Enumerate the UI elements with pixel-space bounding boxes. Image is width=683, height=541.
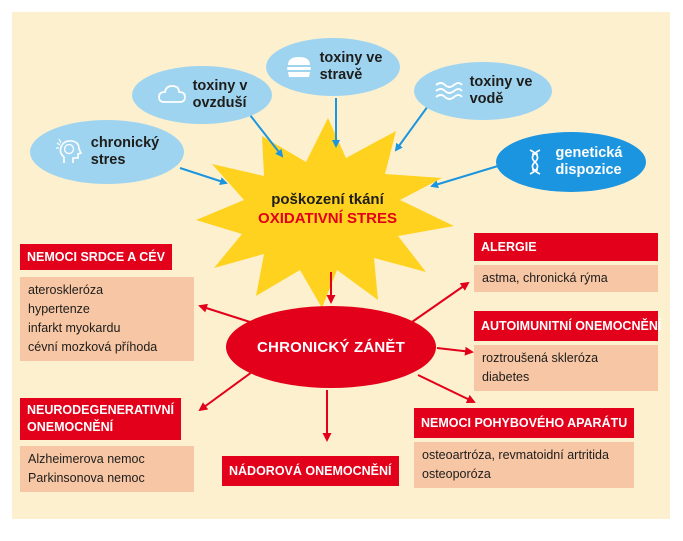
cause-label: ovzduší bbox=[192, 95, 247, 111]
brain-head-icon bbox=[55, 138, 82, 163]
waves-icon bbox=[435, 82, 463, 100]
arrow-water bbox=[394, 105, 429, 152]
list-item: Alzheimerova nemoc bbox=[28, 452, 145, 466]
cloud-icon bbox=[157, 85, 186, 103]
oxidative-stress-starburst bbox=[196, 118, 454, 308]
autoimmune-title: AUTOIMUNITNÍ ONEMOCNĚNÍ bbox=[474, 311, 661, 341]
neuro-disease-list: Alzheimerova nemoc Parkinsonova nemoc bbox=[20, 446, 194, 492]
neuro-title-line: ONEMOCNĚNÍ bbox=[27, 419, 114, 434]
musculoskeletal-title: NEMOCI POHYBOVÉHO APARÁTU bbox=[414, 408, 634, 438]
cause-label: vodě bbox=[469, 91, 504, 107]
list-item: roztroušená skleróza bbox=[482, 351, 599, 365]
heart-disease-list: ateroskleróza hypertenze infarkt myokard… bbox=[20, 277, 194, 361]
cause-label: toxiny v bbox=[192, 78, 248, 95]
arrow-stress bbox=[179, 167, 228, 185]
autoimmune-list: roztroušená skleróza diabetes bbox=[474, 345, 658, 391]
cause-label: genetická bbox=[555, 145, 623, 162]
list-item: ateroskleróza bbox=[28, 283, 104, 297]
arrow-to-neuro bbox=[198, 371, 253, 412]
tumor-disease-title: NÁDOROVÁ ONEMOCNĚNÍ bbox=[222, 456, 399, 486]
arrow-to-heart bbox=[198, 303, 251, 323]
oxidative-stress-label: poškození tkání OXIDATIVNÍ STRES bbox=[240, 191, 415, 227]
cause-label: toxiny ve bbox=[319, 50, 383, 67]
cause-label: stres bbox=[90, 152, 126, 168]
cause-label: dispozice bbox=[555, 162, 622, 178]
neuro-disease-title: NEURODEGENERATIVNÍ ONEMOCNĚNÍ bbox=[20, 398, 182, 440]
neuro-title-line: NEURODEGENERATIVNÍ bbox=[27, 403, 175, 417]
burger-icon bbox=[286, 57, 311, 77]
arrow-to-autoimmune bbox=[436, 346, 474, 356]
cause-label: stravě bbox=[319, 67, 363, 83]
list-item: osteoporóza bbox=[422, 467, 491, 481]
list-item: infarkt myokardu bbox=[28, 321, 121, 335]
arrow-to-musculo bbox=[417, 374, 476, 404]
allergy-title: ALERGIE bbox=[474, 233, 658, 261]
arrow-genetic bbox=[430, 165, 499, 189]
chronic-inflammation-node: CHRONICKÝ ZÁNĚT bbox=[226, 306, 436, 388]
musculoskeletal-list: osteoartróza, revmatoidní artritida oste… bbox=[414, 442, 634, 488]
list-item: hypertenze bbox=[28, 302, 90, 316]
arrow-air bbox=[249, 114, 284, 158]
allergy-list: astma, chronická rýma bbox=[474, 265, 658, 292]
heart-disease-title: NEMOCI SRDCE A CÉV bbox=[20, 244, 172, 270]
oxidative-stress-text: OXIDATIVNÍ STRES bbox=[258, 210, 397, 227]
chronic-inflammation-text: CHRONICKÝ ZÁNĚT bbox=[257, 338, 405, 356]
cause-label: chronický bbox=[90, 135, 160, 152]
tissue-damage-text: poškození tkání bbox=[271, 191, 384, 208]
arrow-to-allergy bbox=[411, 281, 470, 323]
list-item: cévní mozková příhoda bbox=[28, 340, 158, 354]
cause-label: toxiny ve bbox=[469, 74, 533, 91]
list-item: Parkinsonova nemoc bbox=[28, 471, 145, 485]
list-item: diabetes bbox=[482, 370, 530, 384]
list-item: astma, chronická rýma bbox=[482, 271, 608, 285]
list-item: osteoartróza, revmatoidní artritida bbox=[422, 448, 609, 462]
dna-icon bbox=[529, 149, 540, 175]
